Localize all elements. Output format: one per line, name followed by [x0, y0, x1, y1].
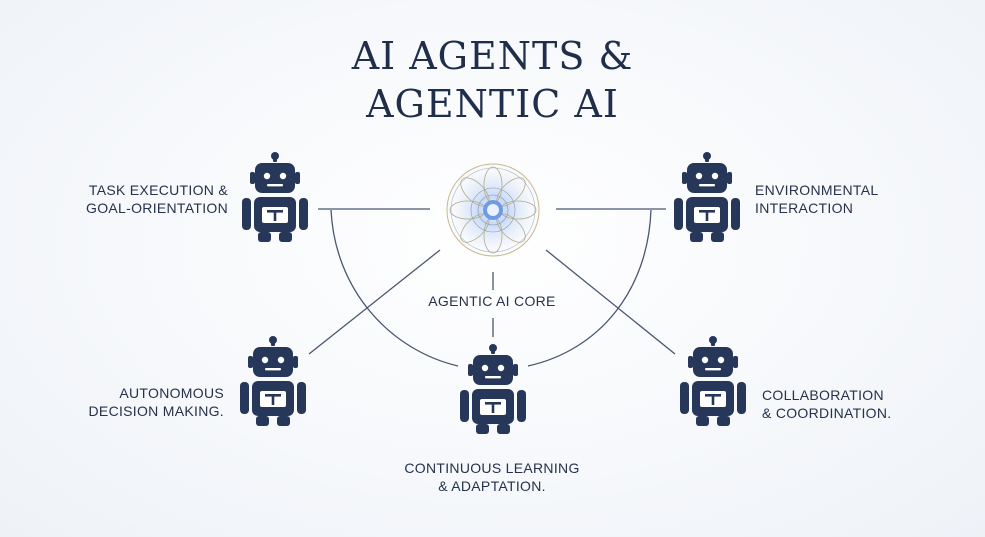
robot-icon	[680, 336, 746, 426]
label-continuous-learning: CONTINUOUS LEARNING & ADAPTATION.	[392, 459, 592, 495]
label-autonomous-decision: AUTONOMOUS DECISION MAKING.	[60, 384, 224, 420]
link-core-auto	[308, 249, 441, 355]
robot-icon	[460, 344, 526, 434]
label-environmental-interaction: ENVIRONMENTAL INTERACTION	[755, 181, 915, 217]
label-line: ENVIRONMENTAL	[755, 182, 879, 198]
label-task-execution: TASK EXECUTION & GOAL-ORIENTATION	[60, 181, 228, 217]
label-line: GOAL-ORIENTATION	[86, 200, 228, 216]
title-line-2: AGENTIC AI	[366, 82, 619, 126]
label-line: COLLABORATION	[762, 387, 884, 403]
mandala-core-icon	[439, 156, 547, 264]
arc-left	[330, 209, 459, 367]
robot-icon	[242, 152, 308, 242]
robot-icon	[674, 152, 740, 242]
link-core-collab	[545, 249, 676, 355]
label-line: CONTINUOUS LEARNING	[404, 460, 580, 476]
label-line: & COORDINATION.	[762, 405, 892, 421]
arc-right	[527, 209, 652, 367]
title-line-1: AI AGENTS &	[351, 34, 634, 78]
label-line: INTERACTION	[755, 200, 854, 216]
label-line: AUTONOMOUS	[119, 385, 224, 401]
label-line: & ADAPTATION.	[438, 478, 546, 494]
label-line: TASK EXECUTION &	[88, 182, 228, 198]
label-collaboration: COLLABORATION & COORDINATION.	[762, 386, 932, 422]
robot-icon	[240, 336, 306, 426]
label-line: DECISION MAKING.	[88, 403, 224, 419]
core-label: AGENTIC AI CORE	[428, 293, 556, 309]
